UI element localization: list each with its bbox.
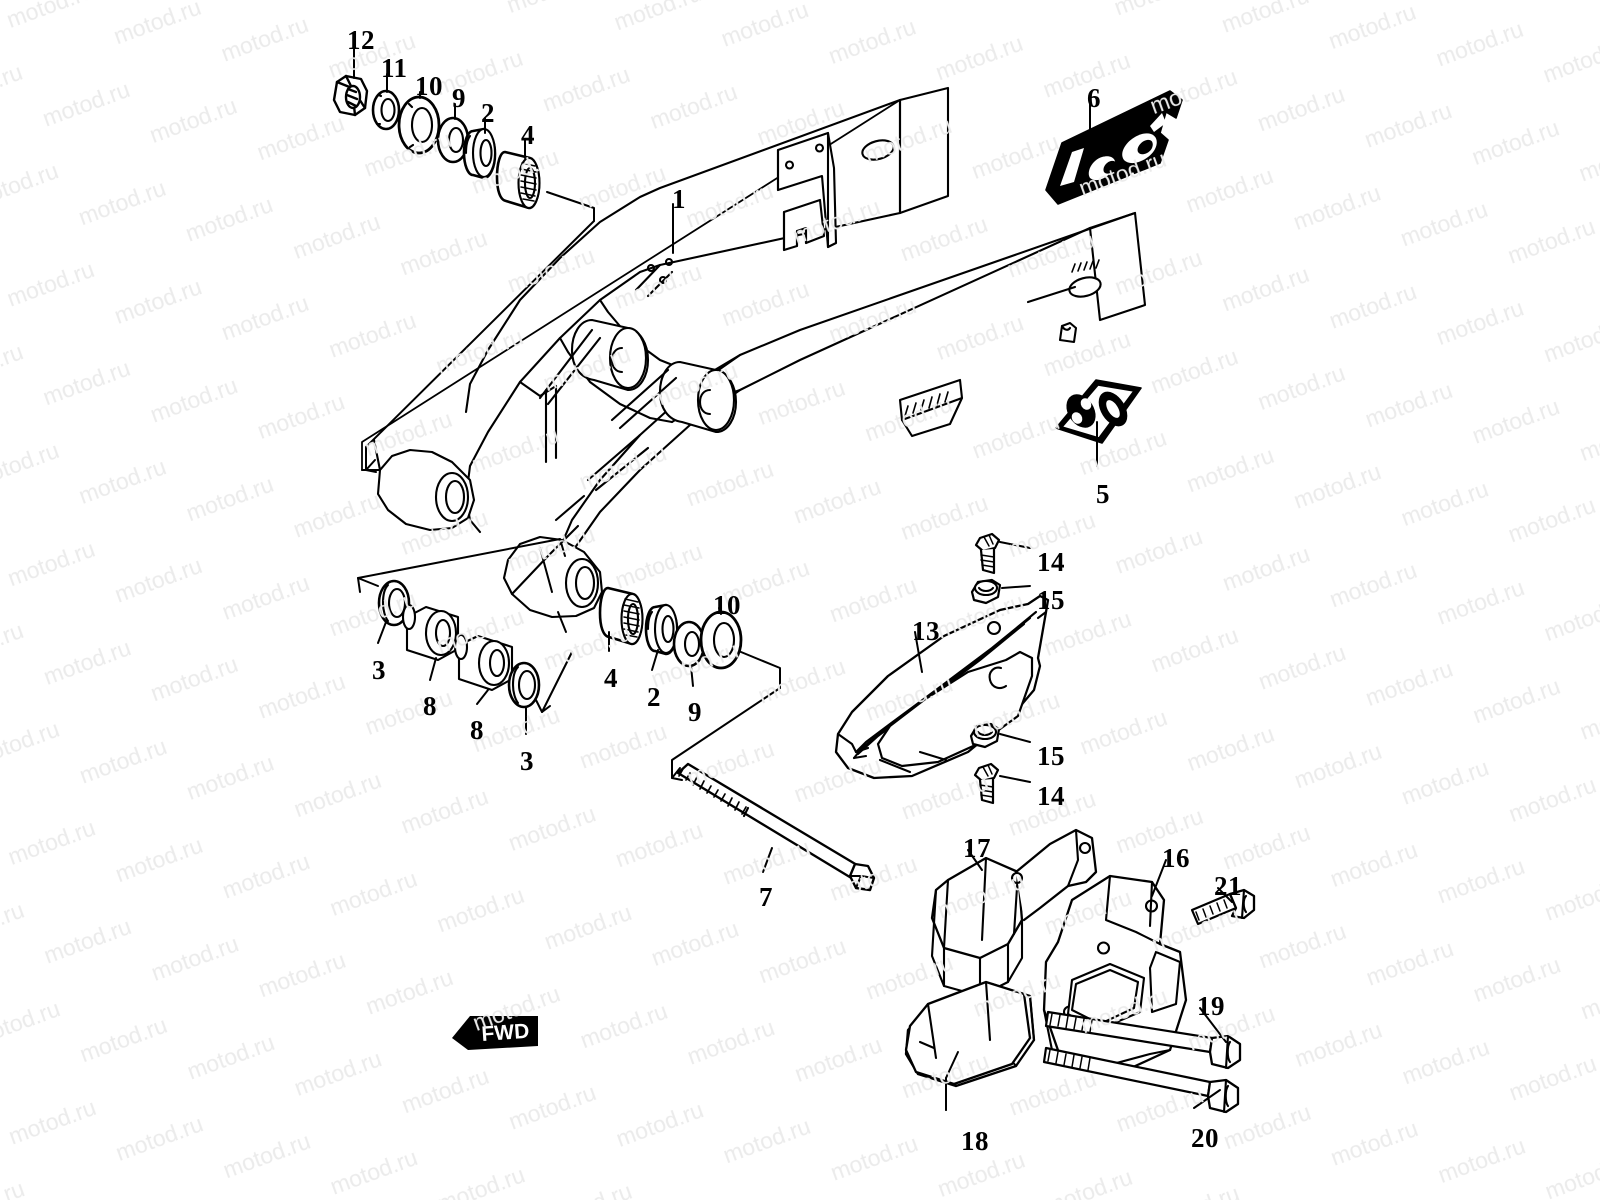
callout-bolt-chain-guide-upper: 14 [1037,547,1065,577]
callout-bracket-lower: 18 [961,1126,989,1156]
callout-oil-seal: 2 [481,98,495,128]
callout-dust-seal-right: 3 [520,746,534,776]
callout-bracket-right: 16 [1162,843,1190,873]
callout-washer-lock: 11 [381,53,408,83]
callout-washer-thrust-2: 10 [713,590,741,620]
callout-bolt-chain-guide-lower: 14 [1037,781,1065,811]
callout-bolt-long-lower: 20 [1191,1123,1219,1153]
callout-bracket-left: 17 [963,833,991,863]
callout-swingarm: 1 [672,184,686,214]
callout-oil-seal-2: 2 [647,682,661,712]
callout-bolt-short: 21 [1214,871,1242,901]
callout-pivot-shaft-bolt: 7 [759,882,773,912]
callout-needle-bearing-2: 4 [604,663,618,693]
callout-chain-guide-buffer: 13 [912,616,940,646]
callout-washer-plain: 9 [452,83,466,113]
callout-needle-bearing: 4 [521,120,535,150]
callout-bolt-long-upper: 19 [1197,991,1225,1021]
callout-nut-pivot: 12 [347,25,375,55]
callout-washer-plain-2: 9 [688,697,702,727]
callout-washer-chain-guide-lower: 15 [1037,741,1065,771]
callout-spacer-inner-left: 8 [423,691,437,721]
callout-washer-chain-guide-upper: 15 [1037,585,1065,615]
callout-washer-thrust: 10 [415,71,443,101]
callout-decal-brand: 6 [1087,83,1101,113]
callout-decal-model: 5 [1096,479,1110,509]
callout-spacer-inner-right: 8 [470,715,484,745]
callout-dust-seal-left: 3 [372,655,386,685]
